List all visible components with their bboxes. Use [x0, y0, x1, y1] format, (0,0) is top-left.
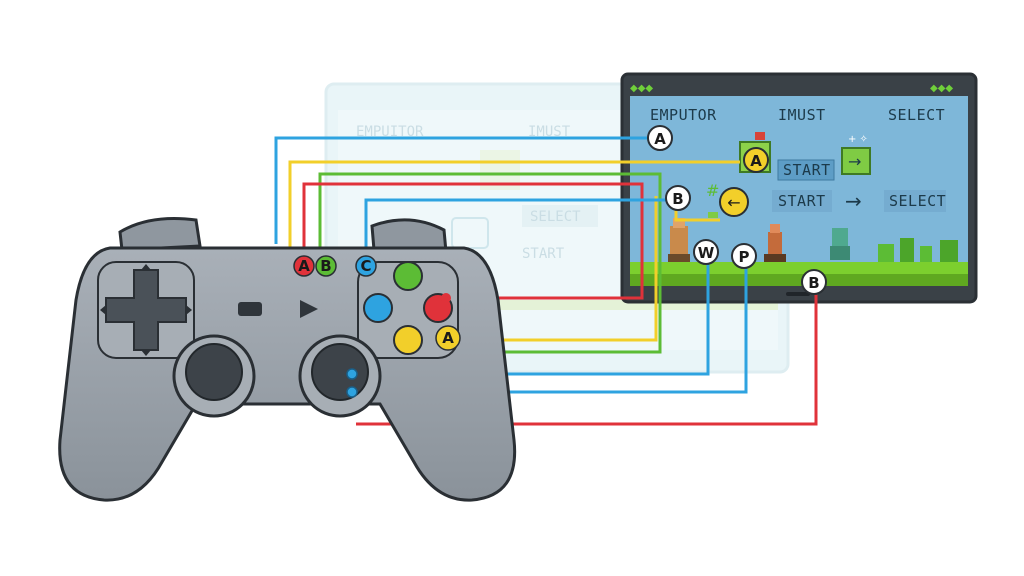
- dpad-up-arrow-icon: [141, 264, 151, 270]
- ghost-start-label: START: [522, 246, 565, 262]
- start-label-1: START: [783, 161, 831, 179]
- select-button-controller[interactable]: [238, 302, 262, 316]
- svg-text:A: A: [442, 329, 454, 347]
- dpad-down-arrow-icon: [141, 350, 151, 356]
- character-sprite: [764, 224, 786, 262]
- left-analog-stick[interactable]: [172, 334, 256, 418]
- d-pad[interactable]: [97, 261, 195, 359]
- bushes-sprite: [878, 238, 958, 262]
- yellow-face-button[interactable]: [393, 325, 423, 355]
- svg-text:A: A: [298, 257, 310, 275]
- svg-text:A: A: [654, 130, 666, 148]
- left-arrow-tag: ←: [719, 187, 749, 217]
- svg-text:C: C: [360, 257, 371, 275]
- tag-b-bottom: B: [801, 269, 827, 295]
- green-face-button[interactable]: [393, 261, 423, 291]
- svg-text:P: P: [739, 248, 750, 266]
- wire-endpoints: [346, 293, 451, 398]
- mushroom-sprite: [755, 132, 765, 140]
- start-button-controller[interactable]: [300, 300, 318, 318]
- right-analog-stick[interactable]: [298, 334, 382, 418]
- start-button-1: [777, 159, 835, 181]
- select-button: [884, 190, 946, 212]
- corner-decoration-right: ◆◆◆: [930, 83, 953, 94]
- start-button-2: [772, 190, 832, 212]
- wire-blue-c: [364, 198, 672, 256]
- ghost-select-box: [522, 205, 598, 227]
- right-arrow-block: [841, 147, 871, 175]
- tag-b-mid: B: [665, 185, 691, 211]
- ghost-select-label: SELECT: [530, 209, 581, 225]
- squid-sprite: [830, 228, 850, 260]
- wire-yellow-face: [464, 196, 658, 342]
- svg-text:B: B: [808, 274, 819, 292]
- ground-strip: [630, 262, 968, 274]
- wire-blue-a: [274, 136, 648, 244]
- port-label-c: C: [355, 255, 377, 277]
- game-controller: [58, 217, 517, 502]
- port-label-b: B: [315, 255, 337, 277]
- center-arrow-icon: →: [845, 189, 862, 213]
- right-arrow-icon: →: [848, 152, 861, 171]
- leaf-sprite: [708, 212, 718, 218]
- svg-text:B: B: [672, 190, 683, 208]
- face-button-tag-a: A: [435, 325, 461, 351]
- screen-label-select: SELECT: [888, 106, 945, 124]
- dpad-right-arrow-icon: [186, 305, 192, 315]
- tag-p: P: [731, 243, 757, 269]
- svg-text:B: B: [320, 257, 331, 275]
- hero-sprite: [668, 218, 690, 262]
- tag-w: W: [693, 239, 719, 265]
- tag-a-screen: A: [743, 147, 769, 173]
- right-shoulder-button[interactable]: [370, 218, 448, 254]
- corner-decoration-left: ◆◆◆: [630, 83, 653, 94]
- svg-text:W: W: [698, 244, 715, 262]
- left-shoulder-button[interactable]: [118, 217, 202, 252]
- ghost-label-2: IMUST: [528, 124, 571, 140]
- start-label-2: START: [778, 192, 826, 210]
- svg-text:A: A: [750, 152, 762, 170]
- sparkle-icon: + ✧: [848, 134, 868, 145]
- hash-sprite: #: [706, 181, 719, 200]
- wire-red: [302, 182, 644, 300]
- ghost-label-1: EMPUITOR: [356, 124, 424, 140]
- screen-label-emputor: EMPUTOR: [650, 106, 717, 124]
- dpad-left-arrow-icon: [100, 305, 106, 315]
- wire-yellow-top: [288, 160, 740, 250]
- left-arrow-icon: ←: [727, 193, 740, 212]
- blue-face-button[interactable]: [363, 293, 393, 323]
- wire-green: [318, 172, 662, 354]
- select-label: SELECT: [889, 192, 946, 210]
- bezel-slot: [786, 292, 810, 296]
- port-label-a: A: [293, 255, 315, 277]
- tag-a-top: A: [647, 125, 673, 151]
- screen-label-imust: IMUST: [778, 106, 826, 124]
